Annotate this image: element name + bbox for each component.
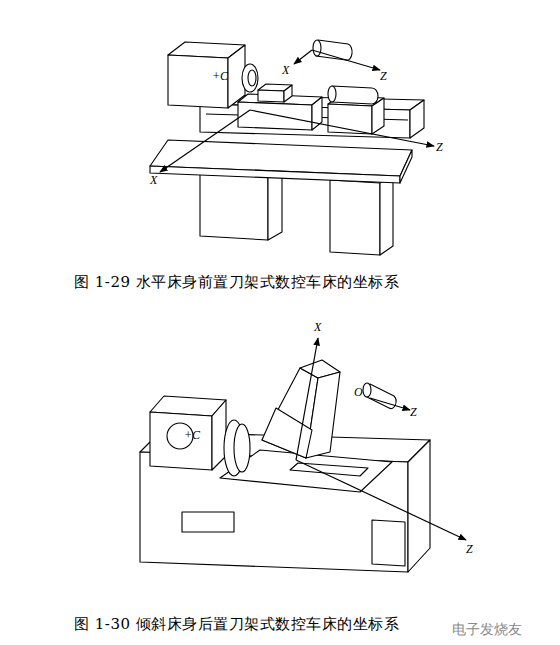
lathe-leg: [330, 180, 380, 255]
x-axis: [160, 110, 250, 172]
tool-turret: [306, 372, 340, 458]
figure-caption: 图 1-29 水平床身前置刀架式数控车床的坐标系: [74, 274, 399, 291]
axis-label: Z: [466, 543, 473, 556]
tool-post: [258, 90, 284, 102]
spindle: [248, 70, 256, 86]
axis-label: Z: [436, 141, 443, 154]
lathe-leg: [200, 168, 268, 240]
tailstock-quill: [332, 86, 378, 104]
axis-label: Z: [380, 70, 387, 83]
access-panel: [182, 512, 234, 532]
chip-tray: [150, 166, 400, 183]
headstock: [150, 412, 212, 470]
rotation-label: +C: [212, 70, 228, 83]
carriage: [238, 102, 312, 130]
z-axis-icon: [312, 50, 380, 70]
lathe-leg: [380, 176, 393, 255]
chip-tray: [400, 150, 412, 183]
x-axis-icon: [294, 50, 312, 64]
headstock: [212, 400, 226, 470]
watermark: 电子发烧友: [452, 622, 522, 637]
axis-label: O: [354, 386, 363, 399]
tool-post: [284, 85, 292, 102]
axis-label: X: [150, 174, 157, 187]
z-axis-icon: [370, 398, 410, 410]
axis-label: X: [282, 64, 289, 77]
x-axis: [296, 338, 318, 460]
rotation-label: +C: [184, 429, 200, 442]
z-axis: [296, 460, 466, 540]
axis-label: X: [314, 321, 321, 334]
z-axis: [250, 110, 434, 146]
headstock: [168, 55, 228, 108]
carriage: [312, 97, 322, 130]
lathe-base: [408, 440, 430, 572]
lathe-bed: [410, 100, 424, 138]
chip-opening: [372, 520, 405, 566]
figure-caption: 图 1-30 倾斜床身后置刀架式数控车床的坐标系: [74, 616, 399, 633]
spindle: [242, 64, 258, 92]
axis-label: Z: [410, 406, 417, 419]
